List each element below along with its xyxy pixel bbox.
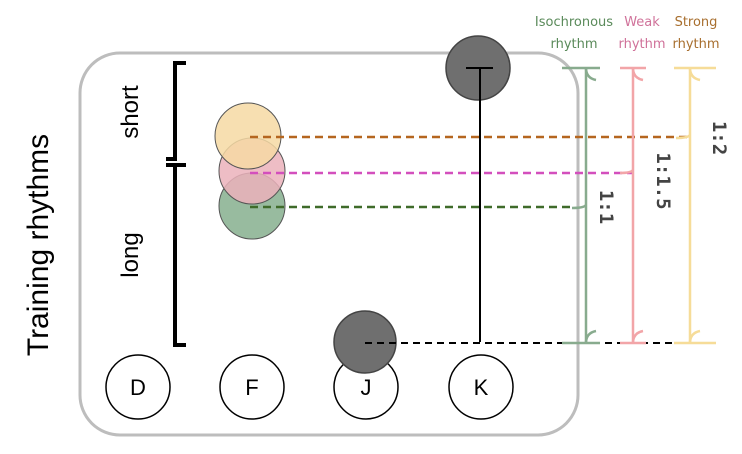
key-j-label: J (361, 375, 372, 400)
strong-header-line2: rhythm (672, 37, 719, 52)
key-d-label: D (130, 375, 146, 400)
weak-bracket (619, 66, 646, 345)
weak-header-line2: rhythm (618, 37, 665, 52)
isochronous-ratio: 1:1 (595, 190, 617, 224)
long-label: long (117, 232, 144, 277)
strong-header-line1: Strong (675, 15, 718, 30)
strong-circle (214, 102, 282, 170)
keyboard-frame (78, 51, 580, 437)
key-f[interactable]: F (219, 354, 285, 420)
short-label: short (117, 85, 144, 139)
key-k[interactable]: K (448, 354, 514, 420)
strong-bracket (674, 66, 716, 345)
key-d[interactable]: D (105, 354, 171, 420)
weak-header-line1: Weak (624, 15, 660, 30)
isochronous-header-line1: Isochronous (535, 15, 613, 30)
weak-ratio: 1:1.5 (652, 152, 674, 209)
isochronous-header-line2: rhythm (550, 37, 597, 52)
diagram-title: Training rhythms (22, 134, 55, 356)
key-f-label: F (245, 375, 258, 400)
key-k-label: K (474, 375, 489, 400)
strong-ratio: 1:2 (708, 121, 730, 155)
isochronous-bracket (562, 66, 600, 345)
short-brace (166, 61, 186, 161)
long-brace (166, 163, 186, 347)
